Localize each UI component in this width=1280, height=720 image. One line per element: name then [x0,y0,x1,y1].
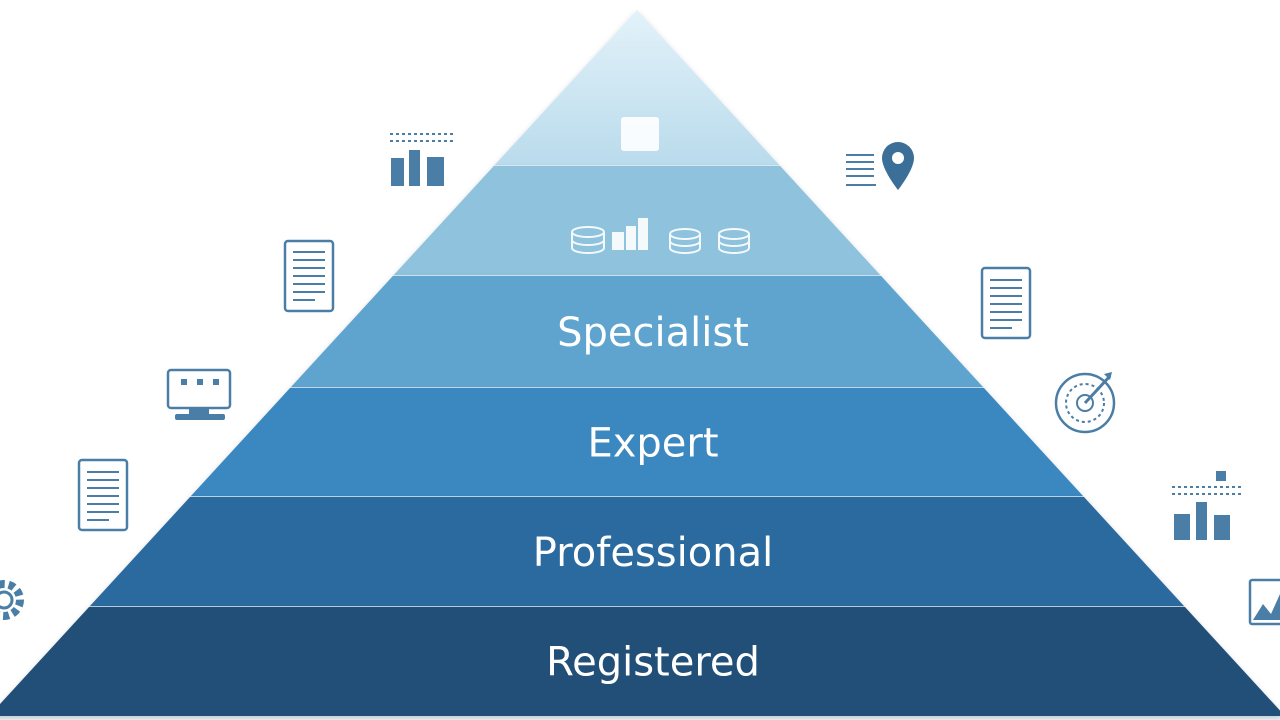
pyramid-tier-6 [0,607,1280,716]
database-icon [718,228,750,254]
tier-label-registered: Registered [546,640,760,686]
factory-icon [612,218,648,250]
bar-chart-icon [1172,471,1241,540]
tier-label-expert: Expert [587,421,718,467]
pyramid-tier-5 [89,497,1185,607]
document-icon [77,458,129,532]
monitor-icon [166,368,232,420]
database-icon [571,226,605,254]
pyramid-tier-2 [392,166,882,276]
image-icon [1248,578,1280,626]
document-icon [283,239,335,313]
database-icon [669,228,701,254]
bar-chart-icon [390,133,453,186]
pyramid-tier-1 [493,10,781,166]
target-icon [1054,372,1116,434]
pyramid-tier-3 [290,276,984,388]
tier-label-specialist: Specialist [557,310,749,356]
gear-icon [0,580,24,620]
document-icon [980,266,1032,340]
location-pin-icon [846,142,914,190]
pyramid-tier-4 [190,388,1084,497]
square-icon [621,117,659,151]
tier-label-professional: Professional [533,530,773,576]
